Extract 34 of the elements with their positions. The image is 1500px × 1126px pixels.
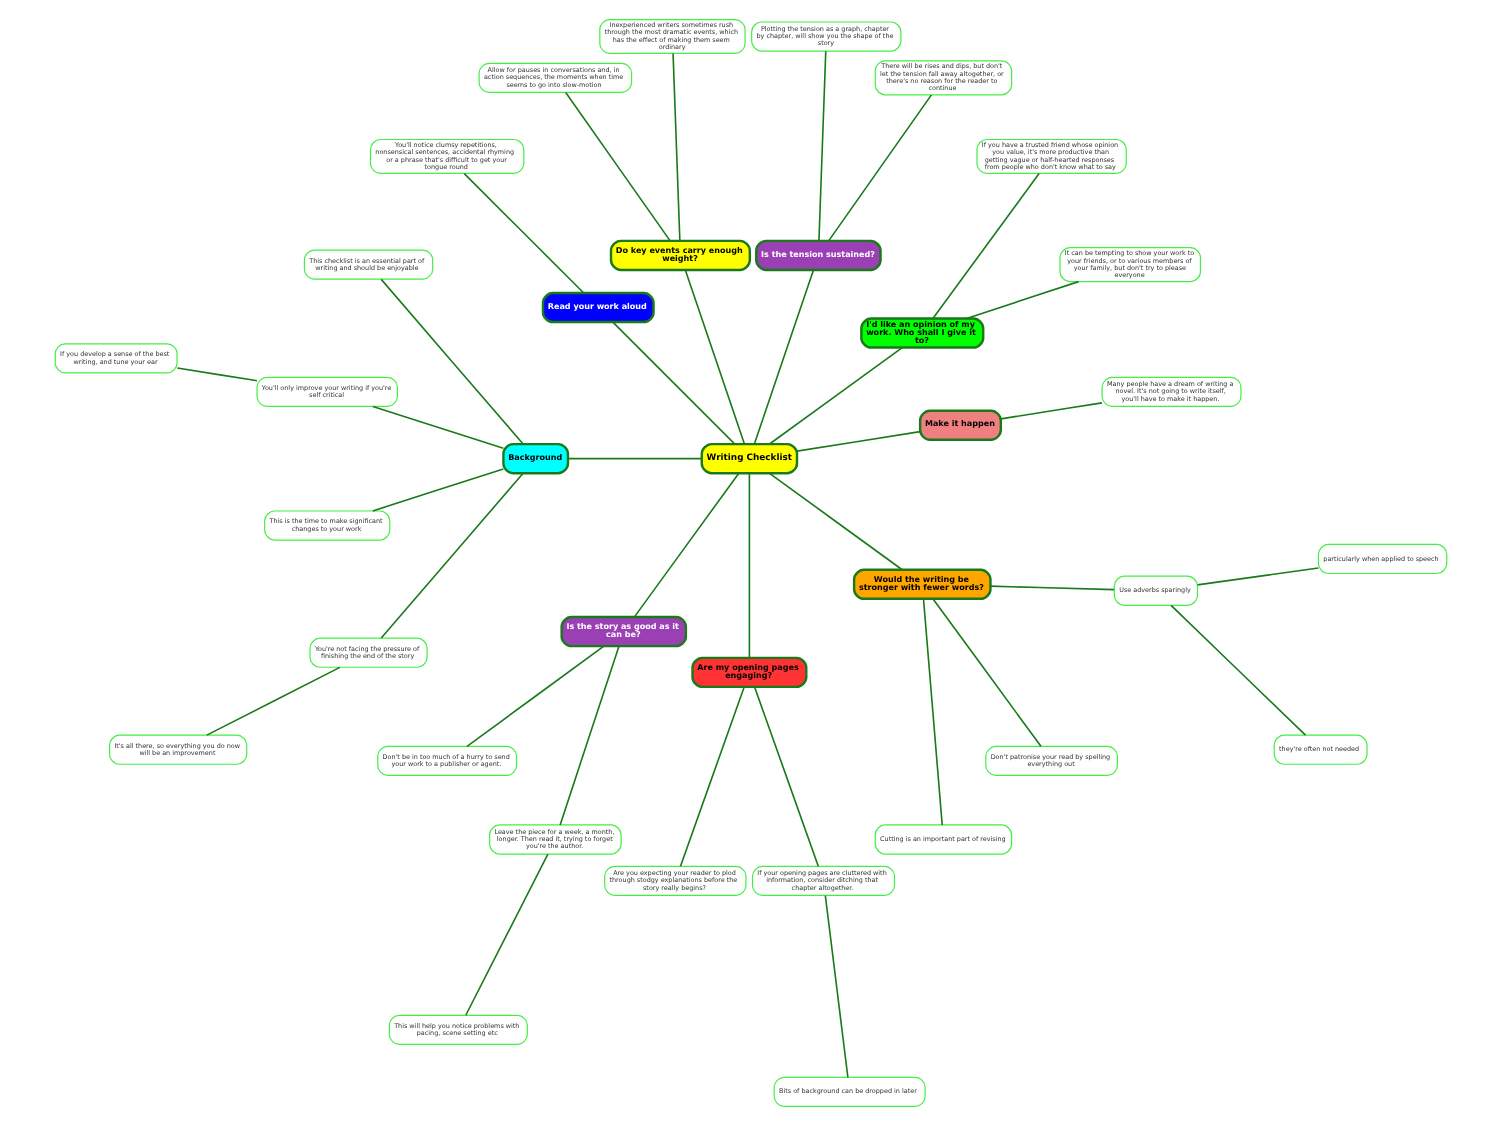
connector [462,172,584,294]
connector [1169,604,1306,736]
connector [464,853,548,1017]
connector [767,472,903,571]
connector [371,405,504,450]
connector [632,472,739,618]
connector [752,269,814,445]
connector [823,894,848,1079]
connector [752,686,819,867]
connector [465,645,604,748]
connector [558,645,619,826]
connector [964,280,1079,320]
connector [563,91,670,242]
connector [767,346,903,445]
connector [379,472,523,639]
connector [204,666,340,736]
connector [379,278,523,445]
connector [1195,567,1319,586]
connector [678,686,744,867]
connector [931,598,1041,748]
connector [826,94,932,242]
connector [999,402,1102,420]
connector [611,321,735,445]
connector [683,269,745,445]
connector [371,468,504,512]
connector [921,598,943,826]
connector [566,457,702,460]
connector [747,472,750,659]
connector [175,367,257,382]
connector [931,172,1039,320]
connector [671,52,680,242]
connector [795,430,920,452]
connector [817,50,826,242]
connector [988,585,1114,591]
